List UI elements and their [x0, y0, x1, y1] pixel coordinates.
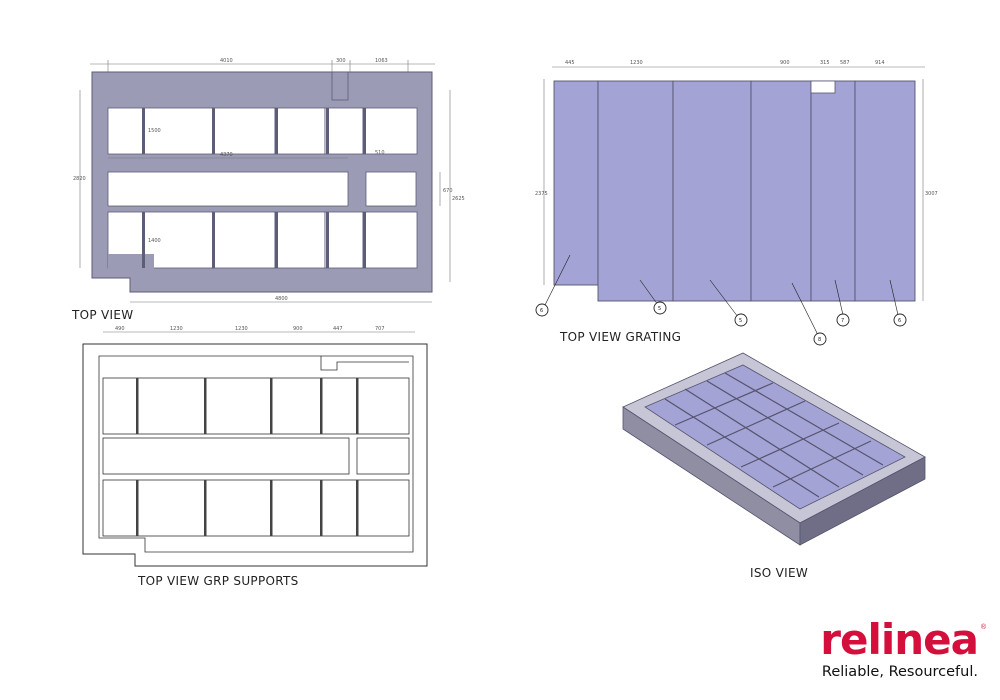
top-view-drawing: 4010 300 1063 2820 — [73, 58, 465, 303]
brand-tagline: Reliable, Resourceful. — [821, 664, 978, 680]
dim-right-a: 670 — [443, 188, 453, 194]
svg-text:490: 490 — [115, 326, 125, 332]
dim-left-h: 2820 — [73, 176, 86, 182]
grating-callouts: 6 5 5 8 7 6 — [535, 254, 907, 346]
svg-text:1230: 1230 — [630, 60, 643, 66]
dim-bottom: 4800 — [275, 296, 288, 302]
label-iso-view: ISO VIEW — [750, 566, 809, 580]
grating-dim-labels: 445 1230 900 315 587 914 — [565, 60, 885, 66]
svg-text:5: 5 — [658, 306, 661, 312]
svg-text:8: 8 — [818, 337, 821, 343]
grp-dim-labels: 490 1230 1230 900 447 707 — [115, 326, 385, 332]
svg-text:707: 707 — [375, 326, 385, 332]
svg-text:5: 5 — [739, 318, 742, 324]
svg-text:447: 447 — [333, 326, 343, 332]
svg-text:587: 587 — [840, 60, 850, 66]
svg-text:900: 900 — [293, 326, 303, 332]
svg-text:1230: 1230 — [170, 326, 183, 332]
svg-text:914: 914 — [875, 60, 885, 66]
dim-top-b: 300 — [336, 58, 346, 64]
label-top-view-grating: TOP VIEW GRATING — [560, 330, 682, 344]
svg-text:900: 900 — [780, 60, 790, 66]
svg-text:1230: 1230 — [235, 326, 248, 332]
svg-text:6: 6 — [540, 308, 543, 314]
top-view-grp-supports-drawing: 490 1230 1230 900 447 707 — [82, 326, 428, 567]
label-top-view: TOP VIEW — [72, 308, 134, 322]
dim-inner-d: 1400 — [148, 238, 161, 244]
dim-top-a: 4010 — [220, 58, 233, 64]
dim-right-b: 2625 — [452, 196, 465, 202]
svg-text:315: 315 — [820, 60, 830, 66]
brand-name: relinea — [820, 615, 979, 664]
brand-logo: relinea ® Reliable, Resourceful. — [800, 618, 990, 688]
svg-text:7: 7 — [841, 318, 844, 324]
grating-dim-left: 2375 — [535, 191, 548, 197]
dim-top-c: 1063 — [375, 58, 388, 64]
svg-text:6: 6 — [898, 318, 901, 324]
top-view-grating-drawing: 445 1230 900 315 587 914 2375 3007 6 5 5… — [535, 60, 938, 346]
brand-registered-mark: ® — [980, 624, 986, 631]
grating-dim-right: 3007 — [925, 191, 938, 197]
svg-text:445: 445 — [565, 60, 575, 66]
dim-inner-b: 4370 — [220, 152, 233, 158]
label-top-view-grp-supports: TOP VIEW GRP SUPPORTS — [138, 574, 299, 588]
iso-view-drawing — [622, 352, 926, 546]
dim-inner-a: 1500 — [148, 128, 161, 134]
dim-inner-c: 510 — [375, 150, 385, 156]
